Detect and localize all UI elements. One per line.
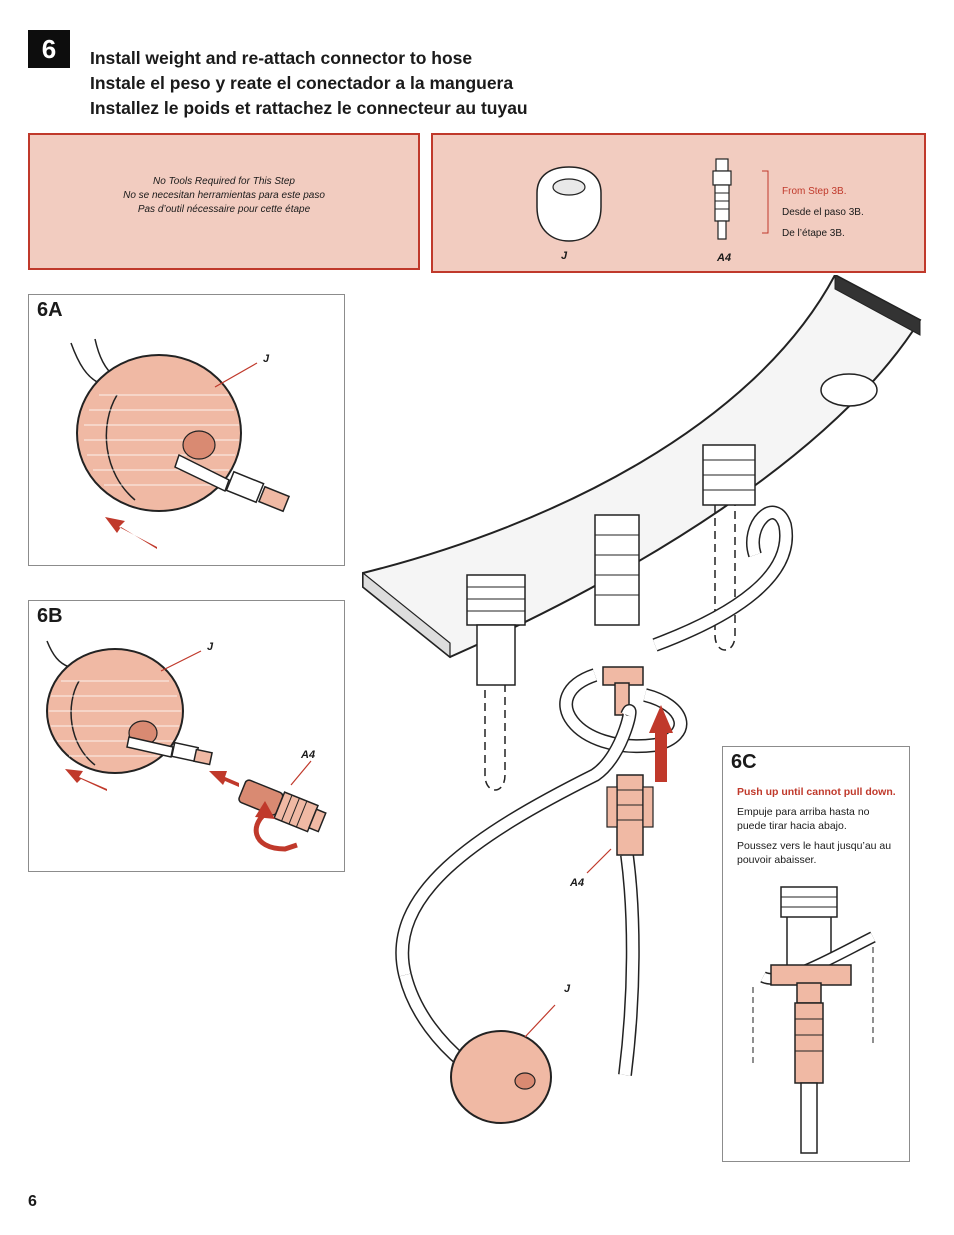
- panel-6b-callout-j: J: [207, 641, 214, 653]
- from-step-spanish: Desde el paso 3B.: [782, 207, 864, 218]
- panel-6b-illustration: [46, 640, 327, 852]
- page-number: 6: [28, 1193, 37, 1210]
- title-french: Installez le poids et rattachez le conne…: [90, 98, 528, 118]
- panel-6c: 6C Push up until cannot pull down. Empuj…: [722, 746, 910, 1162]
- panel-6c-label: 6C: [731, 751, 757, 773]
- main-callout-j: J: [564, 983, 571, 995]
- step-title: Install weight and re-attach connector t…: [90, 46, 528, 121]
- panel-6c-illustration: [752, 886, 876, 1154]
- panel-6a-label: 6A: [37, 299, 63, 321]
- panel-6a-callout-j: J: [263, 353, 270, 365]
- panel-6a-illustration: [70, 338, 291, 549]
- panel-6c-instruction: Push up until cannot pull down. Empuje p…: [737, 785, 897, 873]
- part-label-j: J: [561, 250, 568, 262]
- parts-box: J A4 From Step 3B. Desde el paso 3B. De …: [431, 133, 926, 273]
- parts-illustration: [536, 158, 769, 242]
- tools-note-english: No Tools Required for This Step: [153, 176, 295, 187]
- title-english: Install weight and re-attach connector t…: [90, 48, 473, 68]
- instruction-spanish: Empuje para arriba hasta no puede tirar …: [737, 806, 870, 832]
- tools-note: No Tools Required for This Step No se ne…: [30, 175, 418, 217]
- main-illustration: [362, 275, 922, 1124]
- tools-note-spanish: No se necesitan herramientas para este p…: [123, 190, 325, 201]
- title-spanish: Instale el peso y reate el conectador a …: [90, 73, 514, 93]
- tools-note-french: Pas d’outil nécessaire pour cette étape: [137, 204, 311, 215]
- panel-6b-label: 6B: [37, 605, 63, 627]
- tools-note-box: No Tools Required for This Step No se ne…: [28, 133, 420, 270]
- instruction-french: Poussez vers le haut jusqu’au au pouvoir…: [737, 840, 892, 866]
- weight-j-illustration: [536, 166, 602, 242]
- main-callout-a4: A4: [570, 877, 585, 889]
- from-step-note: From Step 3B. Desde el paso 3B. De l’éta…: [782, 181, 864, 244]
- panel-6a: 6A J: [28, 294, 345, 566]
- from-step-french: De l’étape 3B.: [782, 228, 845, 239]
- from-step-english: From Step 3B.: [782, 186, 847, 197]
- panel-6b-callout-a4: A4: [301, 749, 316, 761]
- panel-6b: 6B J A4: [28, 600, 345, 872]
- connector-a4-illustration: [712, 158, 769, 240]
- part-label-a4: A4: [717, 252, 732, 264]
- step-number-badge: 6: [28, 30, 70, 68]
- instruction-english: Push up until cannot pull down.: [737, 786, 896, 798]
